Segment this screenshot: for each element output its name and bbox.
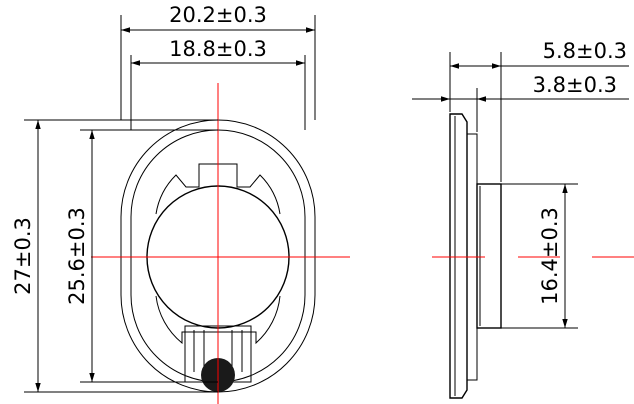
side-magnet [476,183,502,329]
side-view [432,113,634,399]
side-dimensions: 5.8±0.3 3.8±0.3 16.4±0.3 [412,39,629,329]
dim-body-thickness: 3.8±0.3 [533,73,617,97]
dim-inner-width: 18.8±0.3 [169,37,267,61]
lower-cutout [155,295,281,345]
front-view [91,83,350,404]
front-dimensions: 20.2±0.3 18.8±0.3 27±0.3 25.6±0.3 [11,3,316,393]
dim-outer-height: 27±0.3 [11,217,35,295]
dim-outer-width: 20.2±0.3 [169,3,267,27]
dim-inner-height: 25.6±0.3 [65,207,89,305]
side-flange [449,113,468,399]
dim-total-thickness: 5.8±0.3 [543,39,627,63]
dim-magnet-height: 16.4±0.3 [538,207,562,305]
